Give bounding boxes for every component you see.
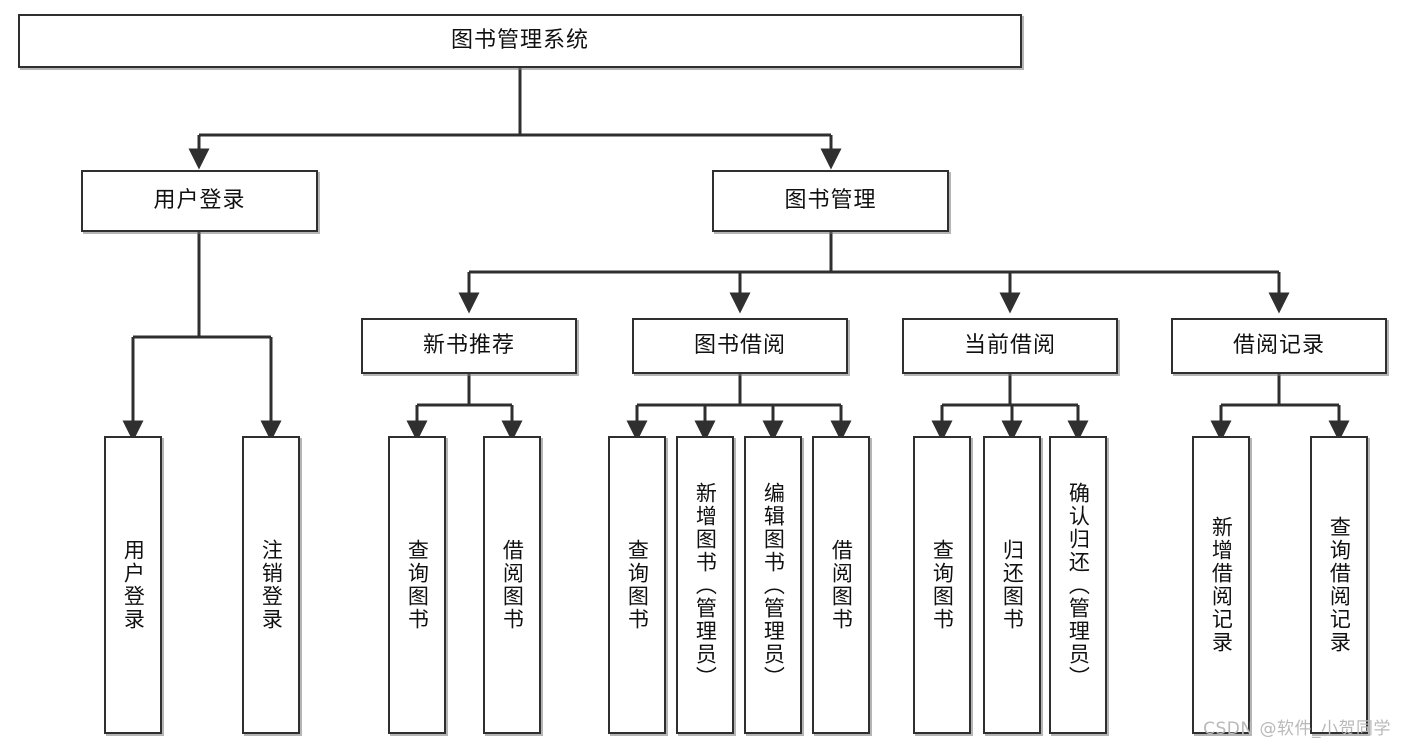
node-current-borrow[interactable]: 当前借阅 (902, 318, 1118, 374)
node-book-borrow[interactable]: 图书借阅 (632, 318, 848, 374)
node-leaf-query-record[interactable]: 查询借阅记录 (1310, 436, 1368, 734)
node-user-login[interactable]: 用户登录 (81, 170, 318, 232)
node-user-login-label: 用户登录 (153, 187, 246, 213)
node-leaf-return-book-label: 归还图书 (1000, 539, 1025, 631)
node-root-label: 图书管理系统 (450, 27, 589, 53)
node-new-book-recommend-label: 新书推荐 (422, 332, 515, 358)
node-leaf-confirm-return-label: 确认归还（管理员） (1066, 481, 1091, 689)
node-leaf-query-record-label: 查询借阅记录 (1327, 516, 1352, 654)
node-book-management[interactable]: 图书管理 (712, 170, 949, 232)
node-leaf-add-record-label: 新增借阅记录 (1209, 516, 1234, 654)
node-leaf-query-book-1[interactable]: 查询图书 (388, 436, 446, 734)
node-leaf-return-book[interactable]: 归还图书 (983, 436, 1041, 734)
node-borrow-record-label: 借阅记录 (1232, 332, 1325, 358)
node-leaf-user-login[interactable]: 用户登录 (104, 436, 162, 734)
node-leaf-borrow-book-1[interactable]: 借阅图书 (483, 436, 541, 734)
node-leaf-logout-login[interactable]: 注销登录 (242, 436, 300, 734)
node-leaf-borrow-book-1-label: 借阅图书 (500, 539, 525, 631)
node-leaf-edit-book[interactable]: 编辑图书（管理员） (744, 436, 802, 734)
node-leaf-query-book-1-label: 查询图书 (405, 539, 430, 631)
node-leaf-query-book-3[interactable]: 查询图书 (913, 436, 971, 734)
node-book-management-label: 图书管理 (784, 187, 877, 213)
node-leaf-add-record[interactable]: 新增借阅记录 (1192, 436, 1250, 734)
node-root[interactable]: 图书管理系统 (18, 14, 1022, 68)
node-leaf-user-login-label: 用户登录 (121, 539, 146, 631)
node-leaf-confirm-return[interactable]: 确认归还（管理员） (1049, 436, 1107, 734)
node-new-book-recommend[interactable]: 新书推荐 (361, 318, 577, 374)
node-leaf-borrow-book-2[interactable]: 借阅图书 (812, 436, 870, 734)
node-leaf-query-book-2-label: 查询图书 (625, 539, 650, 631)
node-leaf-borrow-book-2-label: 借阅图书 (829, 539, 854, 631)
node-leaf-edit-book-label: 编辑图书（管理员） (761, 481, 786, 689)
node-current-borrow-label: 当前借阅 (963, 332, 1056, 358)
node-book-borrow-label: 图书借阅 (693, 332, 786, 358)
node-leaf-logout-login-label: 注销登录 (259, 539, 284, 631)
node-leaf-add-book[interactable]: 新增图书（管理员） (676, 436, 734, 734)
node-borrow-record[interactable]: 借阅记录 (1171, 318, 1387, 374)
node-leaf-add-book-label: 新增图书（管理员） (693, 481, 718, 689)
node-leaf-query-book-2[interactable]: 查询图书 (608, 436, 666, 734)
node-leaf-query-book-3-label: 查询图书 (930, 539, 955, 631)
